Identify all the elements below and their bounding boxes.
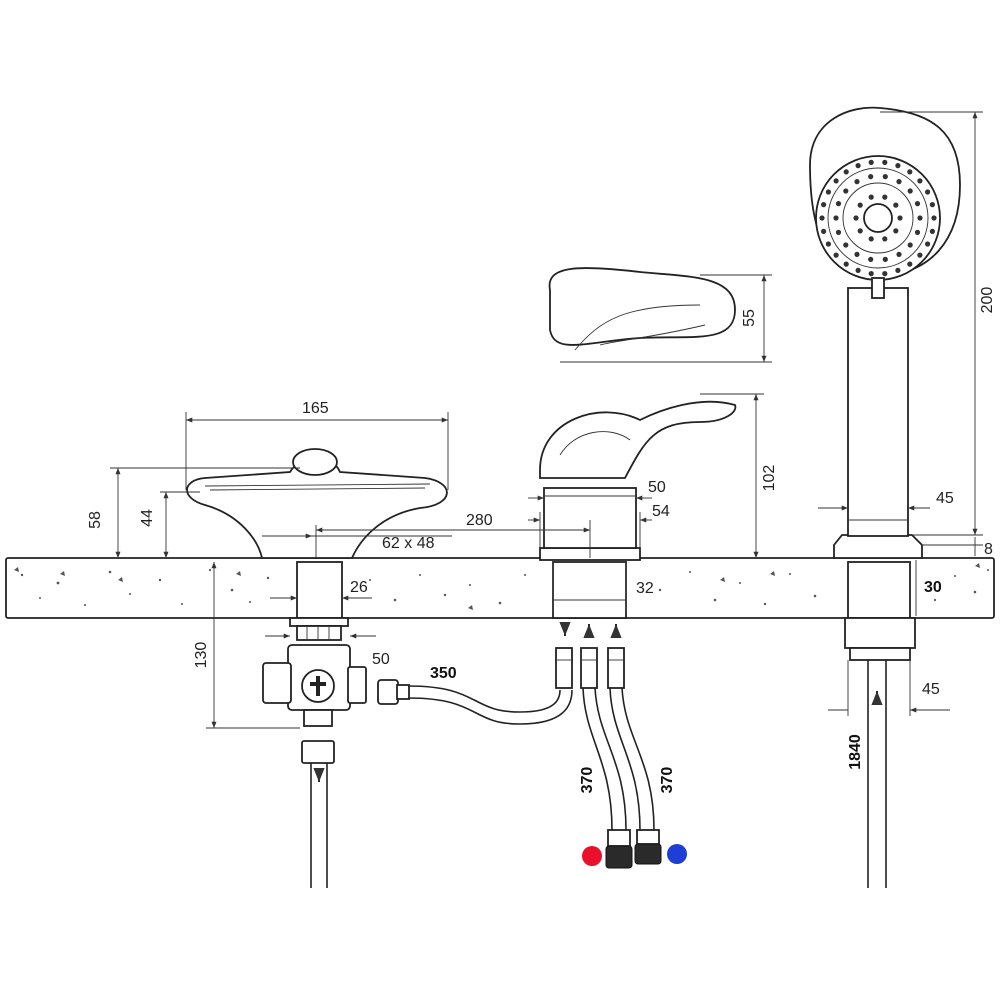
spray-holes bbox=[819, 159, 937, 277]
deck-slab bbox=[5, 557, 995, 619]
spray-hole bbox=[843, 261, 849, 267]
spray-hole bbox=[914, 201, 921, 207]
dim-holder-base: 8 bbox=[984, 541, 993, 558]
dim-shower-height: 200 bbox=[979, 287, 996, 314]
mixer-supply-connections bbox=[555, 622, 625, 689]
hand-shower bbox=[809, 106, 961, 888]
dim-spout-shank: 26 bbox=[350, 579, 368, 596]
spray-hole bbox=[917, 215, 923, 221]
spray-hole bbox=[882, 271, 888, 277]
diverter-valve bbox=[262, 644, 410, 727]
dim-spout-height-total: 58 bbox=[87, 511, 104, 529]
spray-hole bbox=[833, 215, 839, 221]
dim-diverter-hose: 350 bbox=[430, 665, 457, 682]
dim-below-deck: 130 bbox=[193, 642, 210, 669]
spray-hole bbox=[835, 229, 842, 235]
spray-hole bbox=[929, 228, 936, 234]
spray-hole bbox=[868, 256, 874, 262]
spray-hole bbox=[819, 215, 825, 221]
spray-hole bbox=[897, 215, 903, 221]
spray-hole bbox=[907, 188, 913, 194]
spray-hole bbox=[854, 179, 860, 185]
dim-mixer-collar-top: 50 bbox=[648, 479, 666, 496]
dim-spacing: 280 bbox=[466, 512, 493, 529]
dim-mixer-height: 102 bbox=[761, 465, 778, 492]
spray-hole bbox=[843, 169, 849, 175]
spray-hole bbox=[907, 242, 913, 248]
spray-hole bbox=[843, 188, 849, 194]
spray-hole bbox=[917, 252, 923, 258]
dim-hose-right: 370 bbox=[659, 767, 676, 794]
spray-hole bbox=[929, 202, 936, 208]
dim-mixer-shank: 32 bbox=[636, 580, 654, 597]
spray-hole bbox=[868, 159, 874, 165]
spray-hole bbox=[882, 236, 888, 242]
spray-hole bbox=[855, 163, 861, 169]
spray-hole bbox=[895, 267, 901, 273]
spray-hole bbox=[931, 215, 937, 221]
deck-speckles bbox=[14, 563, 989, 610]
spray-hole bbox=[821, 202, 827, 208]
spray-hole bbox=[896, 251, 902, 257]
spray-hole bbox=[893, 228, 899, 234]
diverter-hose bbox=[407, 685, 561, 713]
spray-hole bbox=[825, 241, 832, 247]
dim-mixer-collar-bottom: 54 bbox=[652, 503, 670, 520]
spray-hole bbox=[895, 163, 901, 169]
dim-deck-thickness: 30 bbox=[924, 579, 942, 596]
dim-lever-height: 55 bbox=[741, 309, 758, 327]
spray-hole bbox=[843, 242, 849, 248]
spray-hole bbox=[882, 159, 888, 165]
spray-hole bbox=[882, 194, 888, 200]
spray-hole bbox=[853, 215, 859, 221]
spray-hole bbox=[825, 189, 832, 195]
spray-hole bbox=[855, 267, 861, 273]
dim-holder-shank: 45 bbox=[922, 681, 940, 698]
spray-hole bbox=[821, 228, 827, 234]
spray-hole bbox=[907, 261, 913, 267]
bath-spout bbox=[186, 448, 448, 641]
spray-hole bbox=[882, 174, 888, 180]
spray-hole bbox=[868, 236, 874, 242]
spray-hole bbox=[833, 178, 839, 184]
spray-hole bbox=[868, 174, 874, 180]
hot-water-dot-icon bbox=[582, 846, 602, 866]
dimension-lines bbox=[110, 111, 983, 729]
spray-hole bbox=[835, 201, 842, 207]
mixer-lever-top-view bbox=[548, 267, 736, 351]
supply-hoses bbox=[582, 687, 662, 869]
spray-hole bbox=[868, 194, 874, 200]
dim-hose-left: 370 bbox=[579, 767, 596, 794]
dim-spout-hole: 62 x 48 bbox=[382, 535, 435, 552]
spray-hole bbox=[854, 251, 860, 257]
dim-spout-height-body: 44 bbox=[139, 509, 156, 527]
cold-water-dot-icon bbox=[667, 844, 687, 864]
dim-shower-hose: 1840 bbox=[847, 734, 864, 770]
spray-hole bbox=[907, 169, 913, 175]
spray-hole bbox=[925, 241, 931, 247]
spray-hole bbox=[914, 229, 921, 235]
spray-hole bbox=[882, 256, 888, 262]
spray-hole bbox=[896, 179, 902, 185]
spray-hole bbox=[893, 202, 899, 208]
dim-diverter-body: 50 bbox=[372, 651, 390, 668]
spray-hole bbox=[857, 202, 863, 208]
spray-hole bbox=[917, 178, 923, 184]
spray-hole bbox=[857, 228, 863, 234]
spout-outlet-hose bbox=[301, 740, 335, 888]
dim-holder-width: 45 bbox=[936, 490, 954, 507]
spray-hole bbox=[925, 189, 931, 195]
spray-hole bbox=[868, 271, 874, 277]
spray-hole bbox=[833, 252, 839, 258]
dim-spout-length: 165 bbox=[302, 400, 329, 417]
